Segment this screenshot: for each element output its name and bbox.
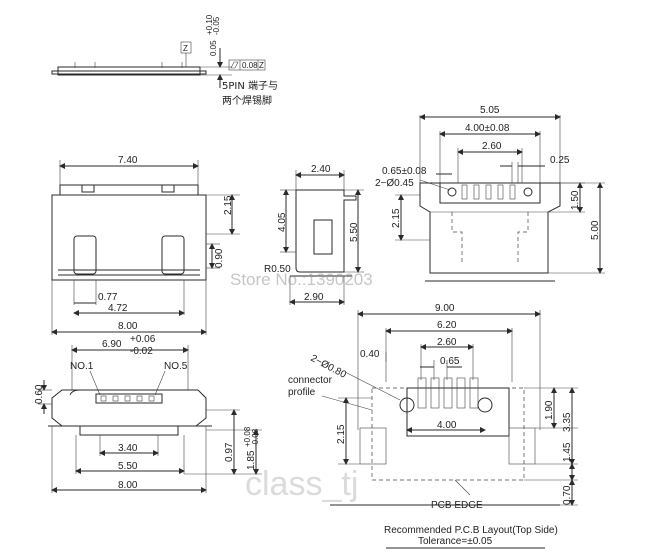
pcb-tolerance: Tolerance=±0.05 — [418, 536, 493, 547]
rear-view: 5.05 4.00±0.08 2.60 0.65±0.08 2−Ø0.45 0.… — [375, 105, 605, 282]
pcb-left-height: 2.15 — [336, 424, 347, 444]
rear-hole: 2−Ø0.45 — [375, 178, 414, 189]
front-base-width: 5.50 — [118, 461, 138, 472]
inner-width: 4.72 — [108, 303, 128, 314]
flatness-value: 0.08 — [242, 61, 258, 70]
front-inner-width: 3.40 — [118, 443, 138, 454]
pin-offset: 0.90 — [214, 248, 225, 268]
pcb-right-height-4: 0.70 — [562, 485, 573, 505]
pcb-hole-spacing: 4.00 — [437, 420, 457, 431]
pcb-pad-span: 6.20 — [437, 320, 457, 331]
front-height-right-2-tol-lower: -0.08 — [251, 428, 260, 447]
rear-center: 2.60 — [482, 141, 502, 152]
note-line-2: 两个焊锡脚 — [222, 94, 272, 107]
pcb-right-height-3: 1.45 — [562, 442, 573, 462]
store-watermark: Store No.:1390203 — [230, 270, 373, 289]
rear-overall: 5.05 — [480, 105, 500, 116]
front-height-left: 0.60 — [34, 384, 45, 404]
side-height-2: 5.50 — [349, 222, 360, 242]
pcb-right-height-2: 3.35 — [562, 412, 573, 432]
pcb-overall-width: 9.00 — [435, 303, 455, 314]
front-height-right-2: 1.85 — [246, 450, 257, 470]
front-height-right-2-tol-upper: +0.08 — [243, 426, 252, 447]
plan-view: 7.40 2.15 0.90 0.77 4.72 8.00 — [51, 155, 240, 335]
flatness-icon — [230, 61, 239, 69]
top-view: 0.05 +0.10 -0.05 Z 0.08 Z 5PIN 端子与 两个焊锡脚 — [51, 14, 278, 107]
connector-label-2: profile — [288, 387, 316, 398]
side-radius: R0.50 — [264, 264, 291, 275]
rear-height-left: 2.15 — [391, 208, 402, 228]
rear-pitch: 0.65±0.08 — [382, 166, 427, 177]
pcb-center-span: 2.60 — [437, 337, 457, 348]
pcb-layout: 9.00 6.20 2.60 0.65 2−Ø0.80 0.40 connect… — [288, 303, 578, 549]
brand-watermark: class_tj — [245, 465, 358, 503]
rear-height-right-2: 5.00 — [590, 220, 601, 240]
flatness-datum: Z — [259, 61, 264, 70]
tab-height: 2.15 — [223, 195, 234, 215]
front-opening-width: 6.90 — [102, 339, 122, 350]
side-view: 2.40 4.05 5.50 R0.50 2.90 — [264, 164, 364, 305]
side-height-1: 4.05 — [277, 212, 288, 232]
note-line-1: 5PIN 端子与 — [222, 79, 278, 92]
pin-1-label: NO.1 — [70, 361, 94, 372]
pcb-caption: Recommended P.C.B Layout(Top Side) — [384, 525, 558, 536]
pin-5-label: NO.5 — [164, 361, 188, 372]
thickness-tol-lower: -0.05 — [212, 16, 221, 35]
side-top-width: 2.40 — [311, 164, 331, 175]
pcb-pad-offset: 0.40 — [360, 349, 380, 360]
rear-pin-span: 4.00±0.08 — [465, 123, 510, 134]
connector-label-1: connector — [288, 375, 333, 386]
tab-spacing: 0.77 — [98, 292, 118, 303]
rear-pin-width: 0.25 — [550, 155, 570, 166]
plan-width: 7.40 — [118, 155, 138, 166]
datum-label: Z — [183, 44, 188, 53]
pcb-pitch: 0.65 — [440, 356, 460, 367]
front-view: 6.90 +0.06 -0.02 NO.1 NO.5 0.60 3.40 5.5… — [34, 334, 262, 493]
pcb-right-height-1: 1.90 — [544, 400, 555, 420]
rear-height-right-1: 1.50 — [570, 190, 581, 210]
side-base-width: 2.90 — [304, 292, 324, 303]
front-opening-tol-lower: -0.02 — [130, 346, 153, 357]
pcb-edge-label: PCB EDGE — [431, 500, 483, 511]
front-height-right: 0.97 — [224, 442, 235, 462]
front-opening-tol-upper: +0.06 — [130, 334, 156, 345]
front-overall-width: 8.00 — [118, 480, 138, 491]
thickness-tol-upper: +0.10 — [205, 14, 214, 35]
thickness-dim: 0.05 — [209, 40, 218, 56]
overall-width: 8.00 — [118, 321, 138, 332]
